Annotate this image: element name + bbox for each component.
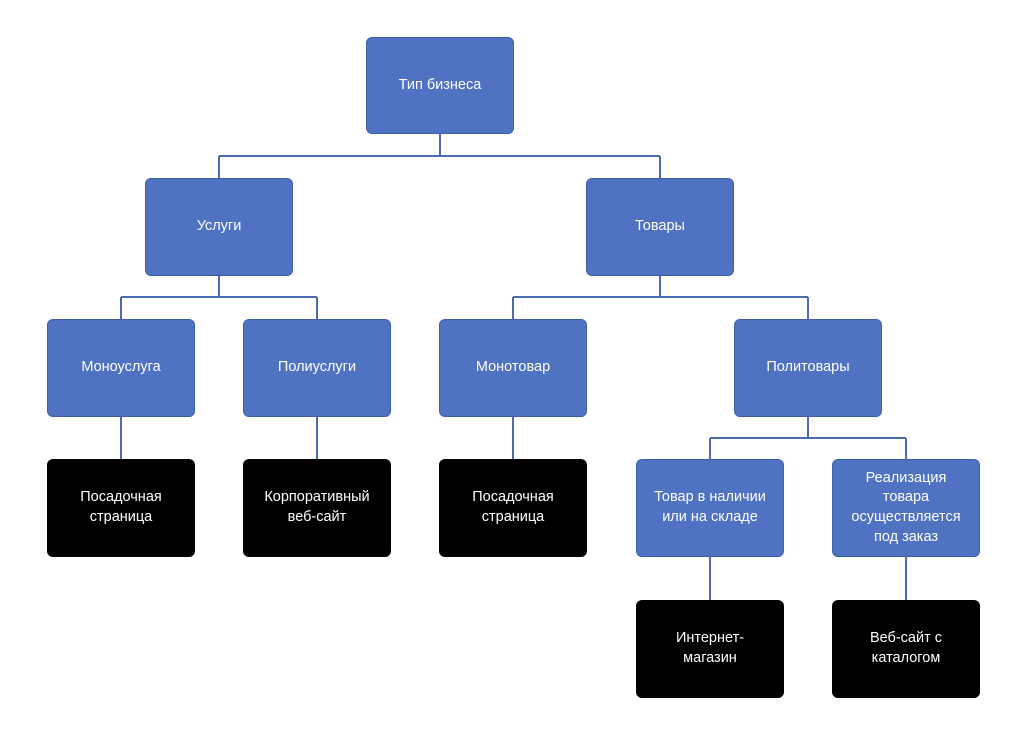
node-landing-page-goods-label: Посадочная страница	[472, 489, 554, 525]
node-landing-page-goods: Посадочная страница	[439, 459, 587, 557]
node-goods-label: Товары	[635, 218, 685, 235]
node-catalog-website-label: Веб-сайт с каталогом	[869, 630, 943, 666]
node-in-stock: Товар в наличии или на складе	[636, 459, 784, 557]
node-landing-page-services-label: Посадочная страница	[80, 489, 162, 525]
node-services: Услуги	[145, 178, 293, 276]
node-services-label: Услуги	[196, 218, 242, 235]
node-corporate-website-label: Корпоративный веб-сайт	[264, 489, 370, 525]
node-poly-service-label: Полиуслуги	[277, 359, 357, 376]
node-business-type: Тип бизнеса	[366, 37, 514, 134]
node-made-to-order: Реализация товара осуществляется под зак…	[832, 459, 980, 557]
node-online-store-label: Интернет- магазин	[675, 630, 745, 666]
node-poly-goods: Политовары	[734, 319, 882, 417]
node-poly-goods-label: Политовары	[766, 359, 850, 376]
node-landing-page-services: Посадочная страница	[47, 459, 195, 557]
node-mono-goods: Монотовар	[439, 319, 587, 417]
node-catalog-website: Веб-сайт с каталогом	[832, 600, 980, 698]
node-goods: Товары	[586, 178, 734, 276]
node-made-to-order-label: Реализация товара осуществляется под зак…	[851, 469, 961, 545]
node-mono-goods-label: Монотовар	[475, 359, 551, 376]
node-online-store: Интернет- магазин	[636, 600, 784, 698]
node-mono-service-label: Моноуслуга	[81, 359, 161, 376]
node-mono-service: Моноуслуга	[47, 319, 195, 417]
node-in-stock-label: Товар в наличии или на складе	[654, 489, 766, 525]
node-poly-service: Полиуслуги	[243, 319, 391, 417]
node-corporate-website: Корпоративный веб-сайт	[243, 459, 391, 557]
node-business-type-label: Тип бизнеса	[398, 76, 482, 93]
